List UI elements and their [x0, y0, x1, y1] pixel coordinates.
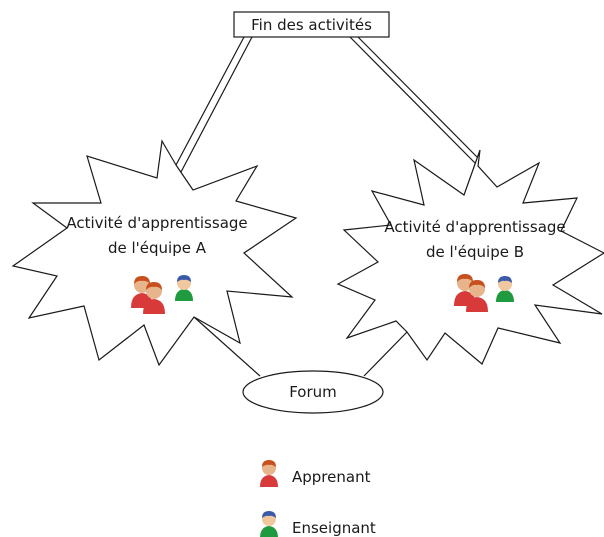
- legend-teacher-icon: [260, 511, 278, 537]
- team-a-teacher-icon: [175, 275, 193, 301]
- team-a-learner-icon-2: [143, 282, 165, 314]
- legend: Apprenant Enseignant: [260, 460, 376, 537]
- connector-end-to-team-b: [349, 36, 479, 167]
- forum-ellipse: [242, 370, 384, 414]
- legend-teacher-label: Enseignant: [292, 519, 376, 537]
- team-b-learner-icon-2: [466, 280, 488, 312]
- legend-learner-icon: [260, 460, 278, 487]
- legend-learner-label: Apprenant: [292, 468, 371, 486]
- team-b-label-line2: de l'équipe B: [426, 243, 524, 261]
- end-activities-label: Fin des activités: [251, 16, 372, 34]
- team-b-label-line1: Activité d'apprentissage: [384, 218, 565, 236]
- team-a-label-line1: Activité d'apprentissage: [66, 214, 247, 232]
- forum-label: Forum: [289, 383, 337, 401]
- connector-team-b-to-forum: [363, 331, 408, 377]
- team-b-activity-burst: [336, 149, 604, 365]
- team-a-label-line2: de l'équipe A: [108, 239, 207, 257]
- team-a-activity-burst: [11, 139, 298, 367]
- connector-end-to-team-a: [175, 36, 253, 173]
- team-b-teacher-icon: [496, 276, 514, 302]
- connector-team-a-to-forum: [193, 316, 261, 377]
- end-activities-box: [233, 11, 390, 38]
